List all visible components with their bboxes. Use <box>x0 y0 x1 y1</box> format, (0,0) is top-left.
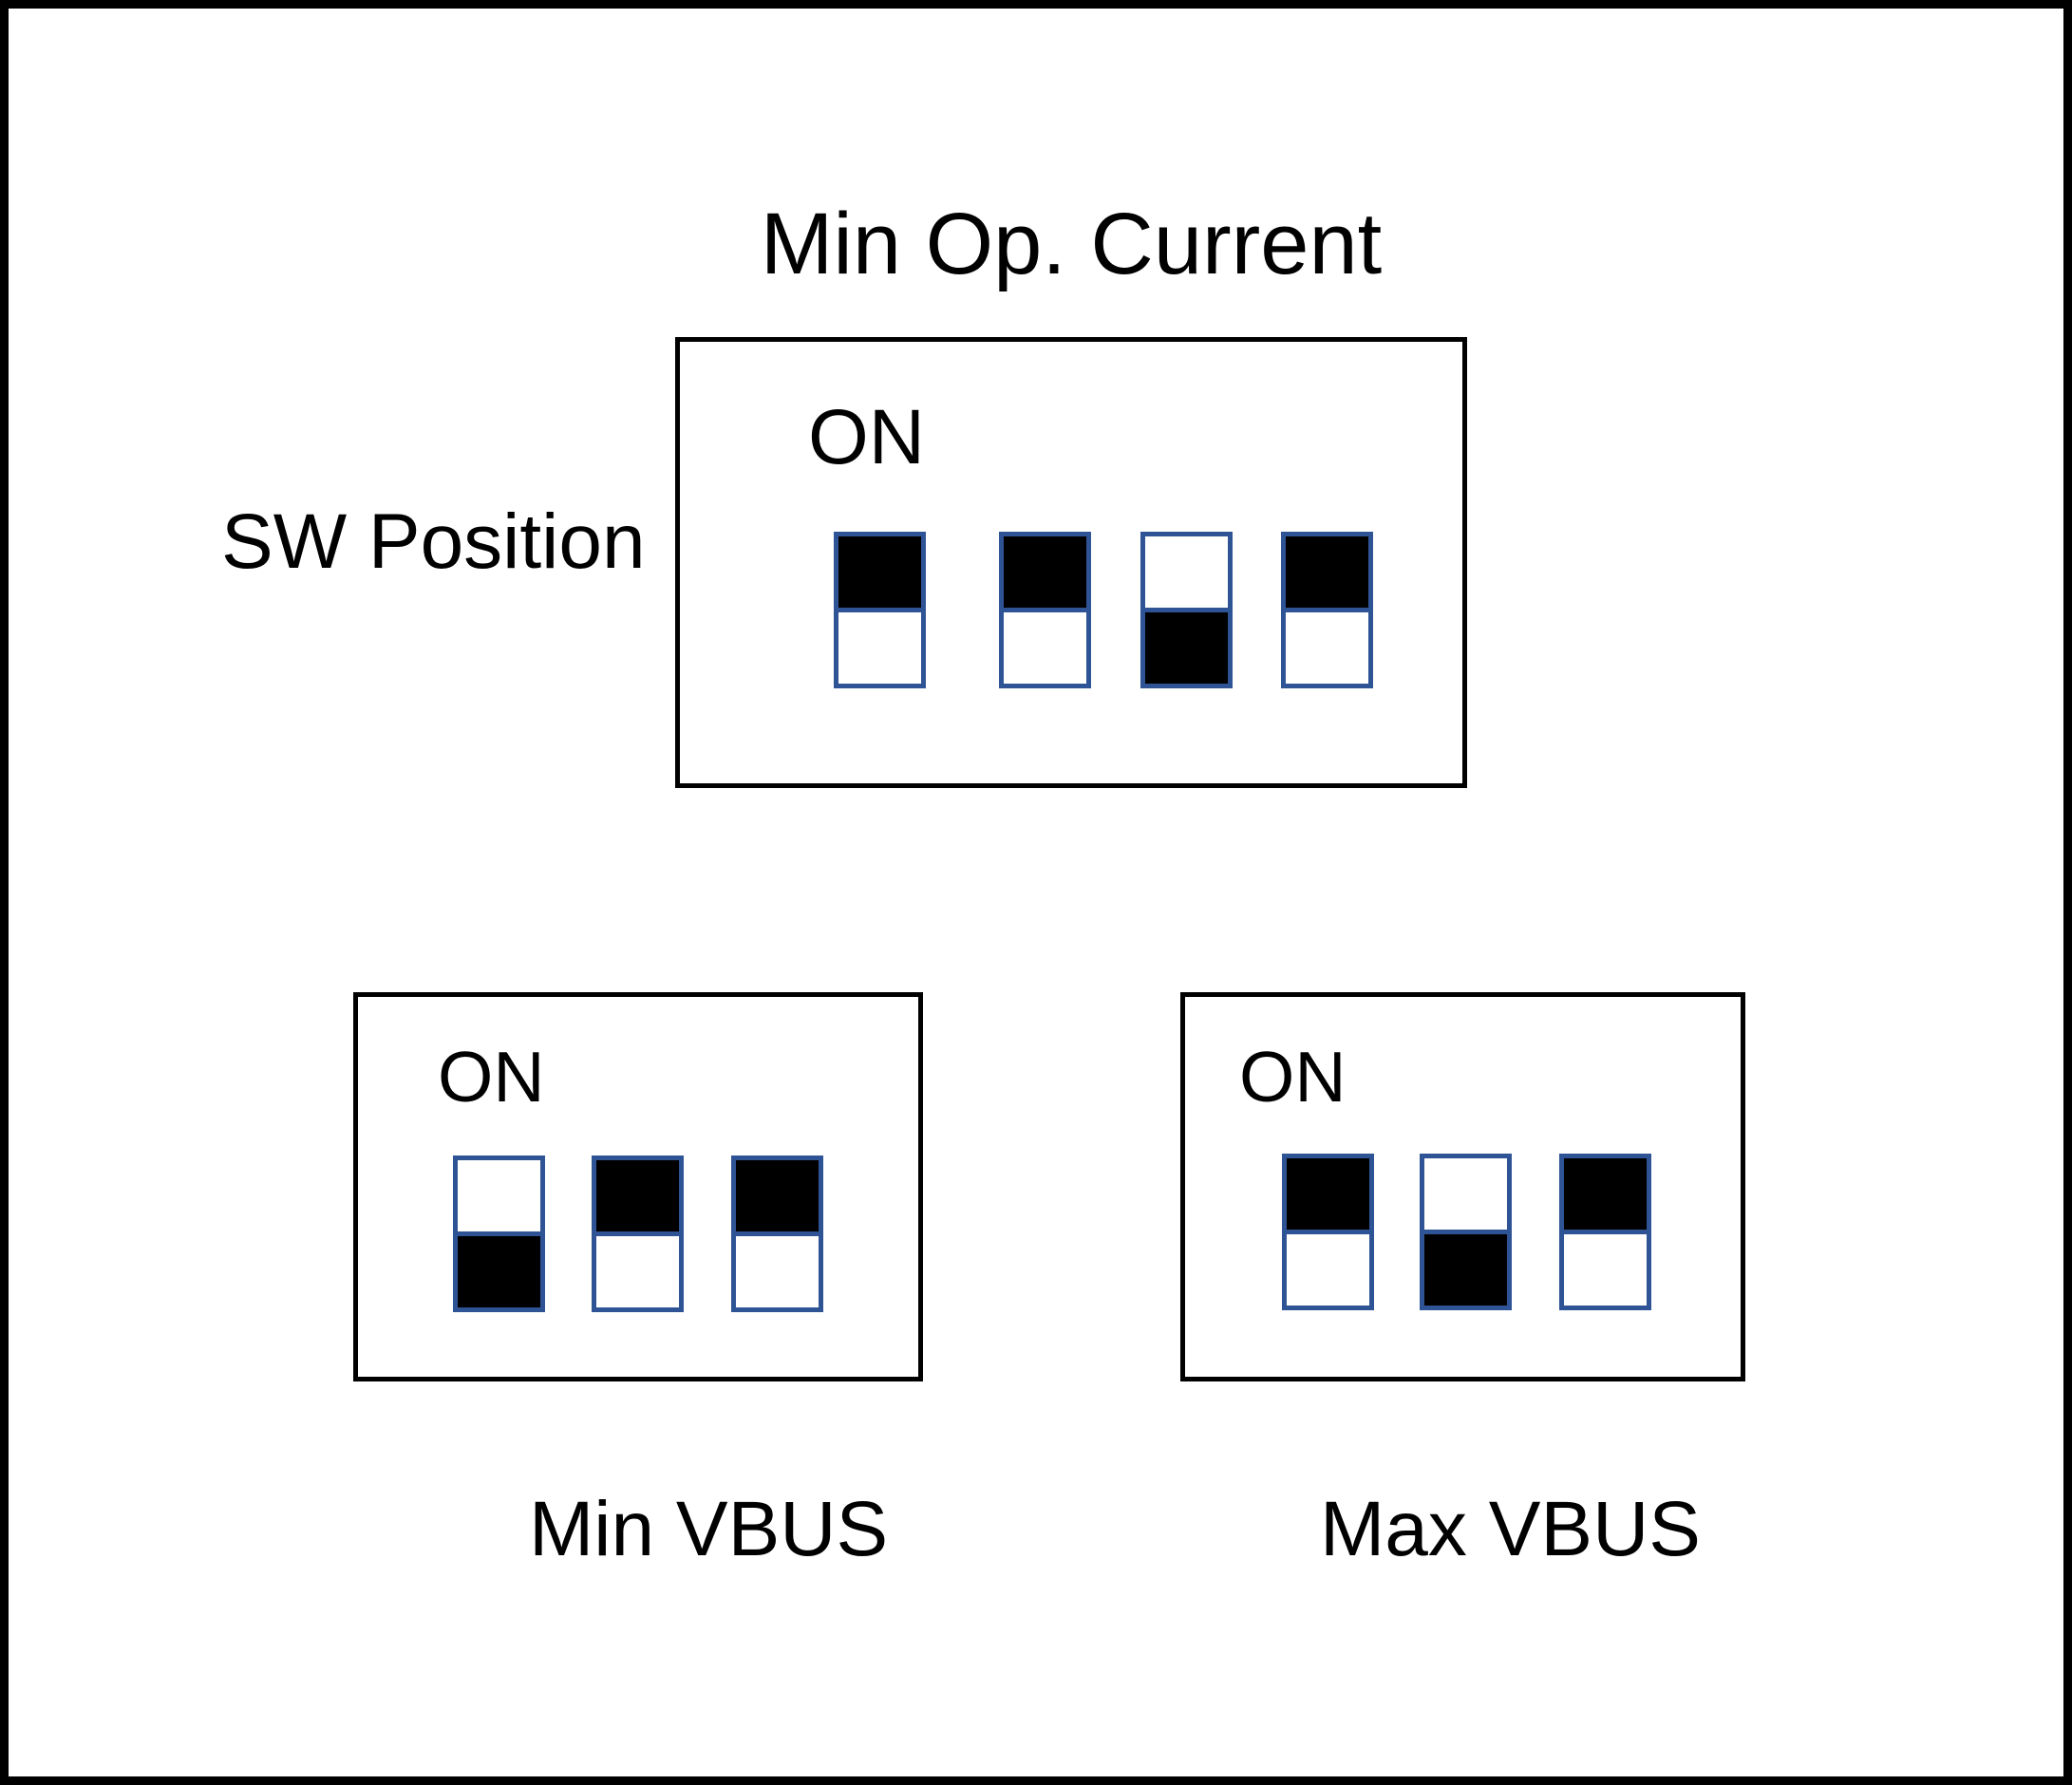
panel-title-min-op-current: Min Op. Current <box>760 196 1383 292</box>
panel-min-vbus: ON <box>353 992 923 1381</box>
panel-max-vbus: ON <box>1180 992 1745 1381</box>
dip-switch-2 <box>1420 1154 1512 1310</box>
dip-switch-top-cell <box>1424 1158 1507 1230</box>
dip-switch-bottom-cell <box>1564 1230 1647 1306</box>
dip-switch-bottom-cell <box>596 1231 679 1307</box>
dip-switch-1 <box>834 532 926 688</box>
dip-switch-bottom-cell <box>458 1231 540 1307</box>
dip-switch-2 <box>592 1156 684 1312</box>
dip-switch-1 <box>1282 1154 1374 1310</box>
on-label: ON <box>808 394 925 480</box>
dip-switch-bottom-cell <box>1287 1230 1369 1306</box>
dip-switch-top-cell <box>1286 536 1368 608</box>
dip-switch-3 <box>1140 532 1233 688</box>
dip-switch-top-cell <box>1564 1158 1647 1230</box>
dip-switch-2 <box>999 532 1091 688</box>
dip-switch-bottom-cell <box>736 1231 819 1307</box>
dip-switch-top-cell <box>1145 536 1228 608</box>
dip-switch-4 <box>1281 532 1373 688</box>
dip-switch-3 <box>731 1156 823 1312</box>
dip-switch-bottom-cell <box>838 608 921 684</box>
on-label: ON <box>438 1037 545 1117</box>
dip-switch-top-cell <box>1004 536 1086 608</box>
panel-title-max-vbus: Max VBUS <box>1320 1486 1701 1572</box>
dip-switch-top-cell <box>596 1160 679 1231</box>
dip-switch-bottom-cell <box>1145 608 1228 684</box>
dip-switch-top-cell <box>736 1160 819 1231</box>
dip-switch-top-cell <box>838 536 921 608</box>
panel-min-op-current: ON <box>675 337 1467 788</box>
dip-switch-bottom-cell <box>1286 608 1368 684</box>
dip-switch-bottom-cell <box>1424 1230 1507 1306</box>
on-label: ON <box>1239 1037 1347 1117</box>
dip-switch-top-cell <box>1287 1158 1369 1230</box>
dip-switch-top-cell <box>458 1160 540 1231</box>
dip-switch-3 <box>1559 1154 1651 1310</box>
panel-title-min-vbus: Min VBUS <box>529 1486 889 1572</box>
dip-switch-bottom-cell <box>1004 608 1086 684</box>
dip-switch-1 <box>453 1156 545 1312</box>
sw-position-label: SW Position <box>221 498 646 585</box>
